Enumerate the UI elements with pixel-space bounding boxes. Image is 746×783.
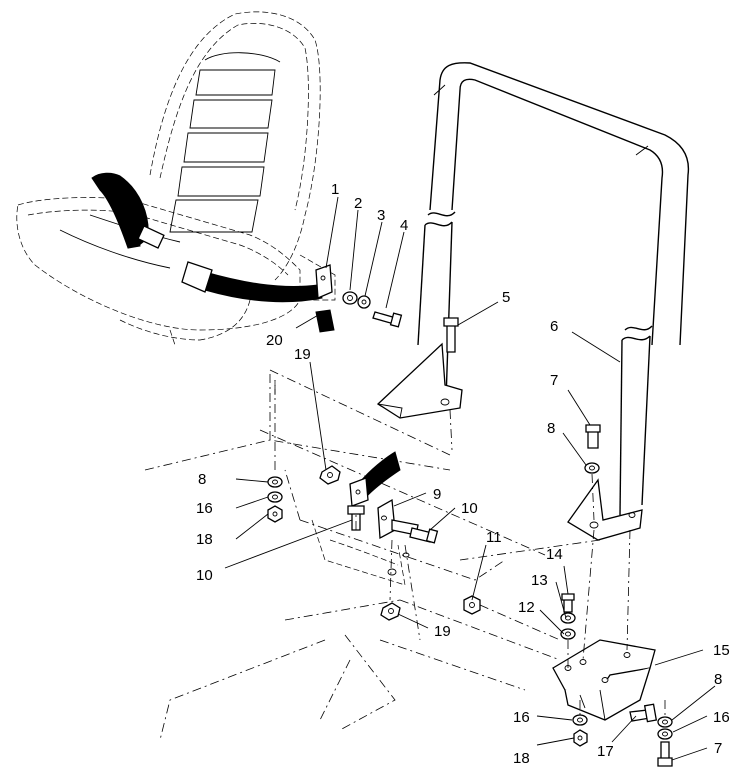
callout-19-upper: 19 <box>294 346 311 363</box>
callout-20: 20 <box>266 332 283 349</box>
seat-belt <box>91 172 401 507</box>
callout-4: 4 <box>400 217 408 234</box>
callout-11: 11 <box>486 529 502 546</box>
callout-18-lower: 18 <box>513 750 530 767</box>
upper-hardware <box>342 291 403 328</box>
callout-7-lower: 7 <box>714 740 722 757</box>
callout-3: 3 <box>377 207 385 224</box>
callout-6: 6 <box>550 318 558 335</box>
lower-bracket <box>463 529 673 767</box>
callouts: 1 2 3 4 5 6 7 8 8 8 9 10 10 11 12 13 14 … <box>196 181 730 767</box>
callout-15: 15 <box>713 642 730 659</box>
leader-lines <box>224 196 716 761</box>
left-mount-plate <box>376 317 463 419</box>
callout-8-upper: 8 <box>547 420 555 437</box>
floor-frame <box>144 369 601 741</box>
callout-8-left: 8 <box>198 471 206 488</box>
callout-1: 1 <box>331 181 339 198</box>
right-mount-plate <box>567 424 643 541</box>
callout-9: 9 <box>433 486 441 503</box>
callout-2: 2 <box>354 195 362 212</box>
callout-17: 17 <box>597 743 614 760</box>
left-washer-stack <box>267 476 283 523</box>
callout-18-left: 18 <box>196 531 213 548</box>
callout-16-left: 16 <box>196 500 213 517</box>
callout-5: 5 <box>502 289 510 306</box>
callout-8-right: 8 <box>714 671 722 688</box>
callout-12: 12 <box>518 599 535 616</box>
callout-13: 13 <box>531 572 548 589</box>
roll-bar <box>417 62 690 516</box>
callout-16-right: 16 <box>713 709 730 726</box>
callout-14: 14 <box>546 546 563 563</box>
callout-16-lower: 16 <box>513 709 530 726</box>
callout-19-lower: 19 <box>434 623 451 640</box>
center-hardware <box>319 465 439 621</box>
callout-7-upper: 7 <box>550 372 558 389</box>
callout-10-right: 10 <box>461 500 478 517</box>
callout-10-left: 10 <box>196 567 213 584</box>
center-lines <box>274 380 595 601</box>
